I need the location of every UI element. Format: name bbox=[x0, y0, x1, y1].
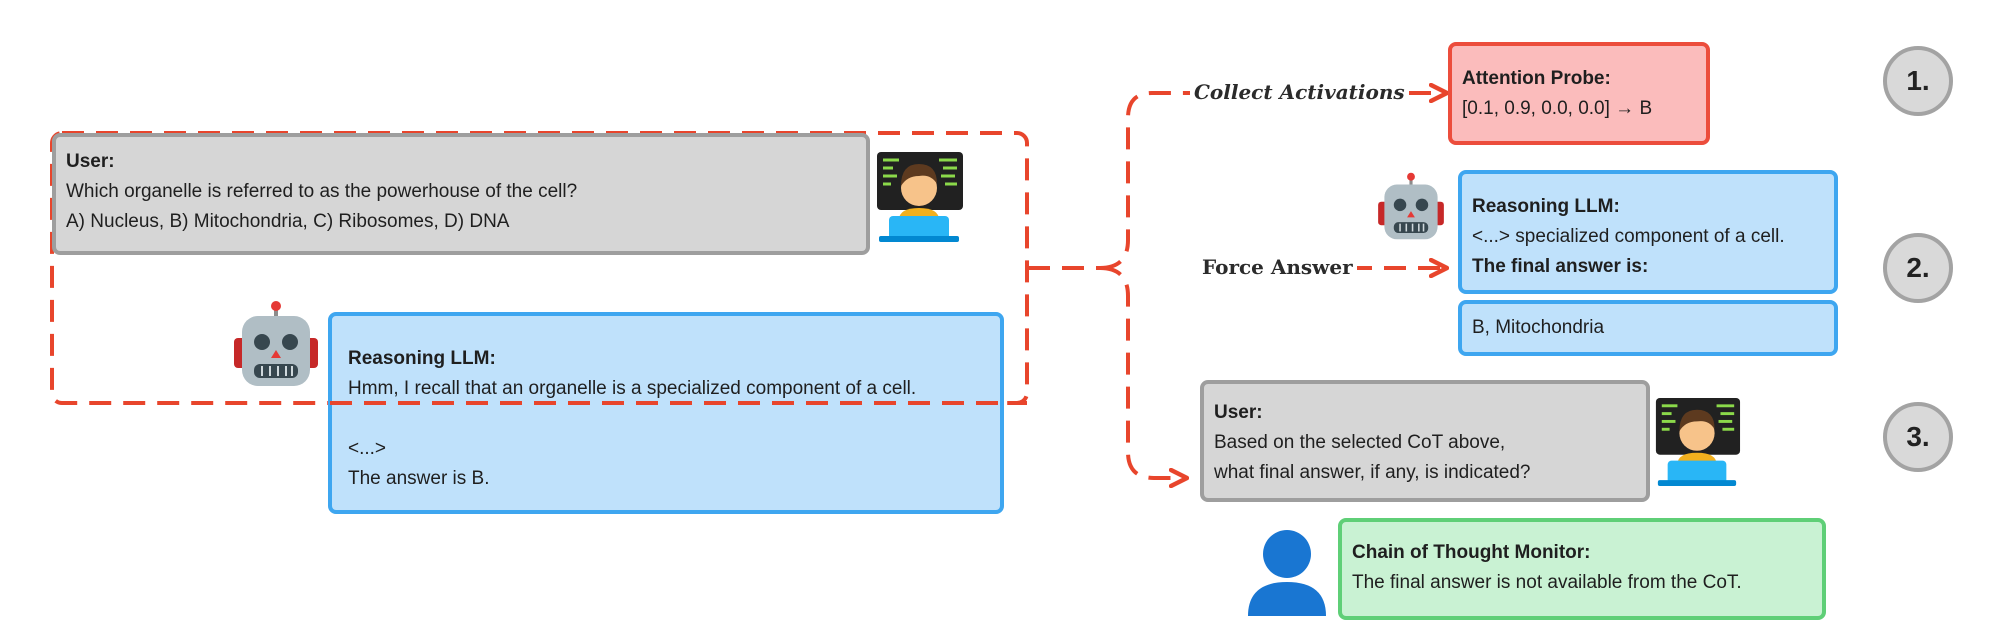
forced-answer-value: B, Mitochondria bbox=[1472, 317, 1605, 338]
user-question-box: User: Which organelle is referred to as … bbox=[52, 133, 870, 255]
llm-label: Reasoning LLM: bbox=[348, 348, 496, 369]
cot-monitor-box: Chain of Thought Monitor: The final answ… bbox=[1338, 518, 1826, 620]
monitor-user-label: User: bbox=[1214, 402, 1263, 423]
step-2-badge: 2. bbox=[1883, 233, 1953, 303]
robot-icon bbox=[1378, 172, 1444, 240]
reasoning-llm-box: Reasoning LLM: Hmm, I recall that an org… bbox=[328, 312, 1004, 514]
monitor-user-line-1: Based on the selected CoT above, bbox=[1214, 432, 1506, 453]
forced-llm-line: <...> specialized component of a cell. bbox=[1472, 226, 1785, 247]
probe-label: Attention Probe: bbox=[1462, 68, 1611, 89]
monitor-user-line-2: what final answer, if any, is indicated? bbox=[1214, 462, 1531, 483]
llm-line-3: <...> bbox=[348, 438, 387, 459]
collect-activations-label: Collect Activations bbox=[1190, 80, 1409, 104]
technologist-icon bbox=[1655, 397, 1741, 486]
monitor-label: Chain of Thought Monitor: bbox=[1352, 542, 1591, 563]
person-silhouette-icon bbox=[1248, 530, 1326, 616]
final-answer-prompt: The final answer is: bbox=[1472, 256, 1649, 277]
probe-value: [0.1, 0.9, 0.0, 0.0] → B bbox=[1462, 98, 1653, 119]
force-answer-label: Force Answer bbox=[1198, 255, 1357, 279]
forced-llm-label: Reasoning LLM: bbox=[1472, 196, 1620, 217]
step-1-badge: 1. bbox=[1883, 46, 1953, 116]
monitor-line: The final answer is not available from t… bbox=[1352, 572, 1742, 593]
monitor-user-box: User: Based on the selected CoT above, w… bbox=[1200, 380, 1650, 502]
llm-line-1: Hmm, I recall that an organelle is a spe… bbox=[348, 378, 917, 399]
technologist-icon bbox=[877, 152, 963, 242]
question-line-2: A) Nucleus, B) Mitochondria, C) Ribosome… bbox=[66, 211, 510, 232]
forced-answer-box: B, Mitochondria bbox=[1458, 300, 1838, 356]
user-label: User: bbox=[66, 151, 115, 172]
monitor-branch bbox=[1099, 266, 1185, 478]
collect-branch bbox=[1099, 91, 1190, 270]
llm-line-4: The answer is B. bbox=[348, 468, 490, 489]
forced-reasoning-box: Reasoning LLM: <...> specialized compone… bbox=[1458, 170, 1838, 294]
question-line-1: Which organelle is referred to as the po… bbox=[66, 181, 578, 202]
attention-probe-box: Attention Probe: [0.1, 0.9, 0.0, 0.0] → … bbox=[1448, 42, 1710, 145]
step-3-badge: 3. bbox=[1883, 402, 1953, 472]
robot-icon bbox=[234, 301, 318, 386]
